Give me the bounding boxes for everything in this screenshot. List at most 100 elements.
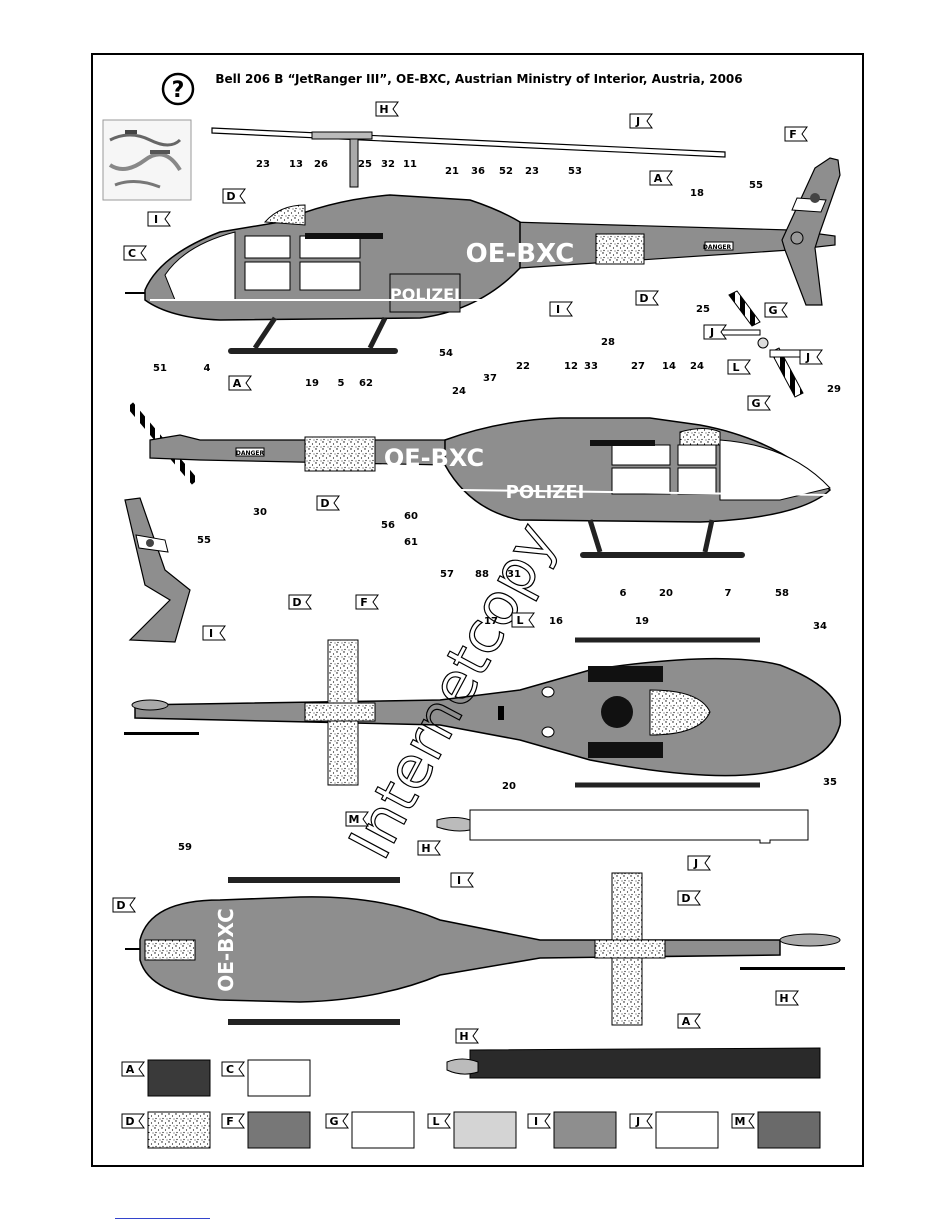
legend-swatch bbox=[553, 1111, 617, 1149]
callout-number: 17 bbox=[484, 616, 498, 627]
legend-code: D bbox=[125, 1115, 134, 1128]
exhaust-right bbox=[541, 726, 555, 738]
legend-code: G bbox=[329, 1115, 338, 1128]
legend-item-l: L bbox=[427, 1111, 517, 1149]
flag-h: H bbox=[417, 840, 441, 856]
callout-number: 20 bbox=[659, 588, 673, 599]
tail-rotor bbox=[790, 231, 804, 245]
legend-item-d: D bbox=[121, 1111, 211, 1149]
callout-number: 57 bbox=[440, 569, 454, 580]
legend-code: M bbox=[735, 1115, 746, 1128]
flag-letter: H bbox=[421, 842, 430, 855]
stipple-decal-boom-top bbox=[304, 702, 376, 722]
legend-item-a: A bbox=[121, 1059, 211, 1097]
right-side-view: OE-BXC POLIZEI DANGER bbox=[126, 402, 832, 558]
flag-g: G bbox=[764, 302, 788, 318]
flag-letter: I bbox=[154, 213, 158, 226]
tail-rotor-hub-bar bbox=[717, 329, 761, 336]
flag-c: C bbox=[123, 245, 147, 261]
danger-text: DANGER bbox=[703, 244, 732, 251]
tail-stabilizer-bar bbox=[124, 732, 199, 735]
callout-number: 6 bbox=[620, 588, 627, 599]
registration-text-bottom: OE-BXC bbox=[214, 908, 238, 992]
flag-h: H bbox=[775, 990, 799, 1006]
callout-number: 36 bbox=[471, 166, 485, 177]
callout-number: 24 bbox=[452, 386, 466, 397]
tail-rotor-center bbox=[757, 337, 769, 349]
legend-code: L bbox=[432, 1115, 439, 1128]
flag-letter: F bbox=[789, 128, 797, 141]
flag-letter: I bbox=[556, 303, 560, 316]
flag-d: D bbox=[316, 495, 340, 511]
callout-number: 20 bbox=[502, 781, 516, 792]
callout-number: 55 bbox=[197, 535, 211, 546]
cabin-window-1 bbox=[244, 261, 291, 291]
question-mark-circle-icon: ? bbox=[161, 72, 195, 106]
callout-number: 35 bbox=[823, 777, 837, 788]
flag-d: D bbox=[635, 290, 659, 306]
flag-letter: D bbox=[320, 497, 329, 510]
rotor-blade-bottom bbox=[446, 1047, 821, 1079]
callout-number: 24 bbox=[690, 361, 704, 372]
black-strip-decal-top-2 bbox=[588, 742, 663, 758]
legend-swatch bbox=[147, 1059, 211, 1097]
flag-letter: J bbox=[805, 351, 810, 364]
flag-letter: H bbox=[459, 1030, 468, 1043]
legend-code: I bbox=[534, 1115, 538, 1128]
flag-letter: G bbox=[751, 397, 760, 410]
registration-text: OE-BXC bbox=[466, 239, 575, 269]
cabin-window-2 bbox=[299, 261, 361, 291]
black-strip-decal bbox=[305, 233, 383, 239]
blade-root-bottom bbox=[446, 1058, 479, 1075]
flag-j: J bbox=[799, 349, 823, 365]
flag-letter: M bbox=[349, 813, 360, 826]
callout-number: 34 bbox=[813, 621, 827, 632]
callout-number: 62 bbox=[359, 378, 373, 389]
flag-letter: L bbox=[516, 614, 523, 627]
flag-j: J bbox=[703, 324, 727, 340]
callout-number: 56 bbox=[381, 520, 395, 531]
stipple-decal-nose-bottom bbox=[144, 939, 196, 961]
flag-letter: I bbox=[457, 874, 461, 887]
flag-l: L bbox=[727, 359, 751, 375]
flag-d: D bbox=[288, 594, 312, 610]
legend-item-i: I bbox=[527, 1111, 617, 1149]
antenna-decal bbox=[498, 706, 504, 720]
flag-letter: C bbox=[128, 247, 136, 260]
legend-code: C bbox=[226, 1063, 234, 1076]
black-strip-decal-top bbox=[588, 666, 663, 682]
tail-rotor-blade-top bbox=[728, 290, 761, 327]
legend-item-g: G bbox=[325, 1111, 415, 1149]
flag-letter: A bbox=[233, 377, 242, 390]
callout-number: 5 bbox=[338, 378, 345, 389]
skid-struts bbox=[252, 316, 388, 350]
danger-decal-right bbox=[235, 447, 265, 457]
blade-outline-top bbox=[469, 809, 809, 844]
cabin-window-right-3 bbox=[677, 444, 717, 466]
callout-number: 4 bbox=[204, 363, 211, 374]
rotor-mast bbox=[349, 138, 359, 188]
legend-code: A bbox=[126, 1063, 135, 1076]
skid-struts-right bbox=[587, 519, 715, 553]
callout-number: 26 bbox=[314, 159, 328, 170]
flag-letter: G bbox=[768, 304, 777, 317]
legend-swatch bbox=[247, 1059, 311, 1097]
callout-number: 37 bbox=[483, 373, 497, 384]
callout-number: 18 bbox=[690, 188, 704, 199]
coat-of-arms-decal-2 bbox=[146, 539, 154, 547]
sheet-title: Bell 206 B “JetRanger III”, OE-BXC, Aust… bbox=[215, 72, 742, 86]
blade-outline-bottom bbox=[469, 1047, 821, 1079]
flag-g: G bbox=[747, 395, 771, 411]
flag-d: D bbox=[222, 188, 246, 204]
legend-swatch bbox=[757, 1111, 821, 1149]
cabin-window-right-2 bbox=[611, 467, 671, 495]
black-strip-decal-right bbox=[590, 440, 655, 446]
stipple-decal-nose-top bbox=[649, 689, 711, 736]
flag-letter: D bbox=[226, 190, 235, 203]
callout-number: 61 bbox=[404, 537, 418, 548]
callout-number: 51 bbox=[153, 363, 167, 374]
rotor-blade-top bbox=[436, 809, 809, 844]
fin-panel bbox=[124, 497, 191, 643]
legend-swatch bbox=[453, 1111, 517, 1149]
stipple-decal-boom-right bbox=[304, 436, 376, 472]
